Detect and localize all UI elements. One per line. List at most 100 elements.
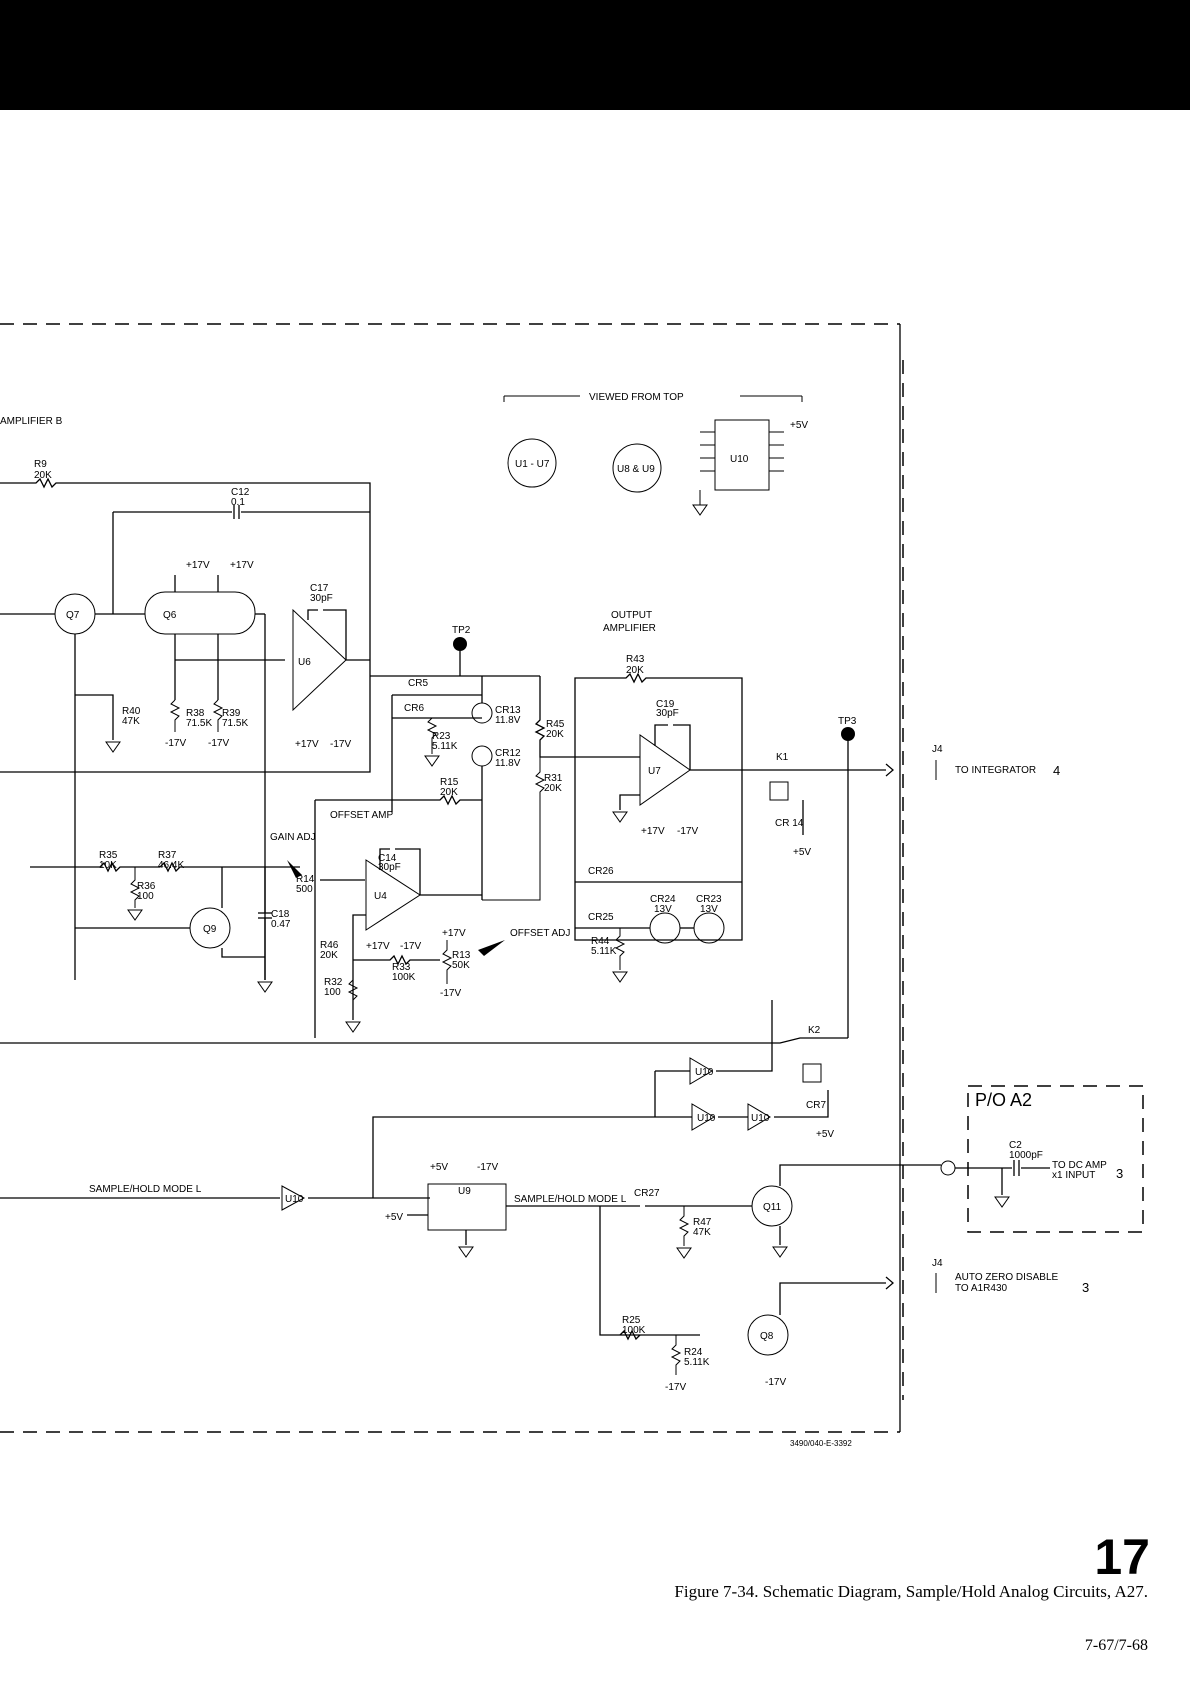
n17v-label: -17V	[665, 1382, 686, 1393]
r14-label: R14	[296, 874, 315, 885]
r40-label: R40	[122, 706, 141, 717]
cr26-label: CR26	[588, 866, 614, 877]
j4-label: J4	[932, 1258, 943, 1269]
cr23-zener	[693, 912, 725, 944]
u4-opamp	[365, 859, 421, 931]
k1-label: K1	[776, 752, 789, 763]
connector-node	[940, 1160, 956, 1176]
u10-label: U10	[697, 1113, 716, 1124]
p5v-label: +5V	[816, 1129, 834, 1140]
cr13-label: CR13	[495, 705, 521, 716]
cr24-zener	[649, 912, 681, 944]
tp3-label: TP3	[838, 716, 857, 727]
u7-label: U7	[648, 766, 661, 777]
q7-label: Q7	[66, 610, 80, 621]
r47-val-label: 47K	[693, 1227, 711, 1238]
drawing-number: 3490/040-E-3392	[790, 1439, 852, 1448]
p17v-label: +17V	[366, 941, 390, 952]
r13-val-label: 50K	[452, 960, 470, 971]
r38-val-label: 71.5K	[186, 718, 212, 729]
auto-zero-2-label: TO A1R430	[955, 1283, 1008, 1294]
board-boundary	[0, 323, 901, 1433]
r39-val-label: 71.5K	[222, 718, 248, 729]
u6-label: U6	[298, 657, 311, 668]
n17v-label: -17V	[440, 988, 461, 999]
r13-label: R13	[452, 950, 471, 961]
r45-label: R45	[546, 719, 565, 730]
po-a2-box: P/O A2 C2 1000pF TO DC AMP x1 INPUT 3	[886, 1085, 1144, 1233]
po-a2-label: P/O A2	[975, 1090, 1032, 1110]
r33-val-label: 100K	[392, 972, 416, 983]
r46-val-label: 20K	[320, 950, 338, 961]
r37-label: R37	[158, 850, 177, 861]
cr6-label: CR6	[404, 703, 424, 714]
k2-label: K2	[808, 1025, 821, 1036]
page-number: 17	[1094, 1529, 1150, 1585]
r44-label: R44	[591, 936, 610, 947]
r35-label: R35	[99, 850, 118, 861]
q11-label: Q11	[763, 1202, 782, 1213]
p17v-label: +17V	[442, 928, 466, 939]
r40-val-label: 47K	[122, 716, 140, 727]
r24-val-label: 5.11K	[684, 1357, 710, 1368]
cr14-label: CR 14	[775, 818, 804, 829]
j4-label: J4	[932, 744, 943, 755]
auto-zero-sheet-label: 3	[1082, 1280, 1089, 1295]
r32-label: R32	[324, 977, 343, 988]
output-amplifier-1-label: OUTPUT	[611, 610, 652, 621]
r31-label: R31	[544, 773, 563, 784]
output-amplifier-2-label: AMPLIFIER	[603, 623, 656, 634]
q6-label: Q6	[163, 610, 177, 621]
r14-val-label: 500	[296, 884, 313, 895]
r25-label: R25	[622, 1315, 641, 1326]
offset-adj-label: OFFSET ADJ	[510, 928, 570, 939]
p5v-label: +5V	[793, 847, 811, 858]
r36-val-label: 100	[137, 891, 154, 902]
cr27-label: CR27	[634, 1188, 660, 1199]
u1-u7-label: U1 - U7	[515, 459, 550, 470]
p5v-label: +5V	[385, 1212, 403, 1223]
u8-u9-label: U8 & U9	[617, 464, 655, 475]
cr12-val-label: 11.8V	[495, 758, 521, 769]
u10-inverter-d	[281, 1185, 306, 1211]
c19-val-label: 30pF	[656, 708, 679, 719]
gain-adj-label: GAIN ADJ	[270, 832, 316, 843]
r32-val-label: 100	[324, 987, 341, 998]
c12-label: C12	[231, 487, 250, 498]
c17-label: C17	[310, 583, 329, 594]
sample-hold-mode-1-label: SAMPLE/HOLD MODE L	[89, 1184, 202, 1195]
gain-adj-arrow	[287, 860, 302, 878]
c14-label: C14	[378, 853, 397, 864]
u4-label: U4	[374, 891, 387, 902]
u10-package	[714, 419, 770, 491]
r43-label: R43	[626, 654, 645, 665]
cr24-label: CR24	[650, 894, 676, 905]
u10-label: U10	[285, 1194, 304, 1205]
n17v-label: -17V	[765, 1377, 786, 1388]
cr13-val-label: 11.8V	[495, 715, 521, 726]
cr12-zener	[471, 745, 493, 767]
u10-label: U10	[695, 1067, 714, 1078]
r9-label: R9	[34, 459, 47, 470]
to-integrator-label: TO INTEGRATOR	[955, 765, 1036, 776]
c19-label: C19	[656, 699, 675, 710]
page-reference: 7-67/7-68	[1084, 1637, 1148, 1654]
r44-val-label: 5.11K	[591, 946, 617, 957]
to-dc-amp-sheet-label: 3	[1116, 1166, 1123, 1181]
p17v-label: +17V	[295, 739, 319, 750]
r45-val-label: 20K	[546, 729, 564, 740]
u1-u7-package	[507, 438, 557, 488]
sample-hold-mode-2-label: SAMPLE/HOLD MODE L	[514, 1194, 627, 1205]
viewed-from-top-group: VIEWED FROM TOP U1 - U7 U8 & U9 U10 +5V	[503, 392, 808, 516]
c12-val-label: 0.1	[231, 497, 245, 508]
r36-label: R36	[137, 881, 156, 892]
to-dc-amp-1-label: TO DC AMP	[1052, 1160, 1107, 1171]
cr23-val-label: 13V	[700, 904, 718, 915]
u9-package	[427, 1183, 507, 1231]
r39-label: R39	[222, 708, 241, 719]
cr24-val-label: 13V	[654, 904, 672, 915]
p17v-label: +17V	[230, 560, 254, 571]
u6-opamp	[292, 608, 347, 712]
n17v-label: -17V	[400, 941, 421, 952]
r24-label: R24	[684, 1347, 703, 1358]
